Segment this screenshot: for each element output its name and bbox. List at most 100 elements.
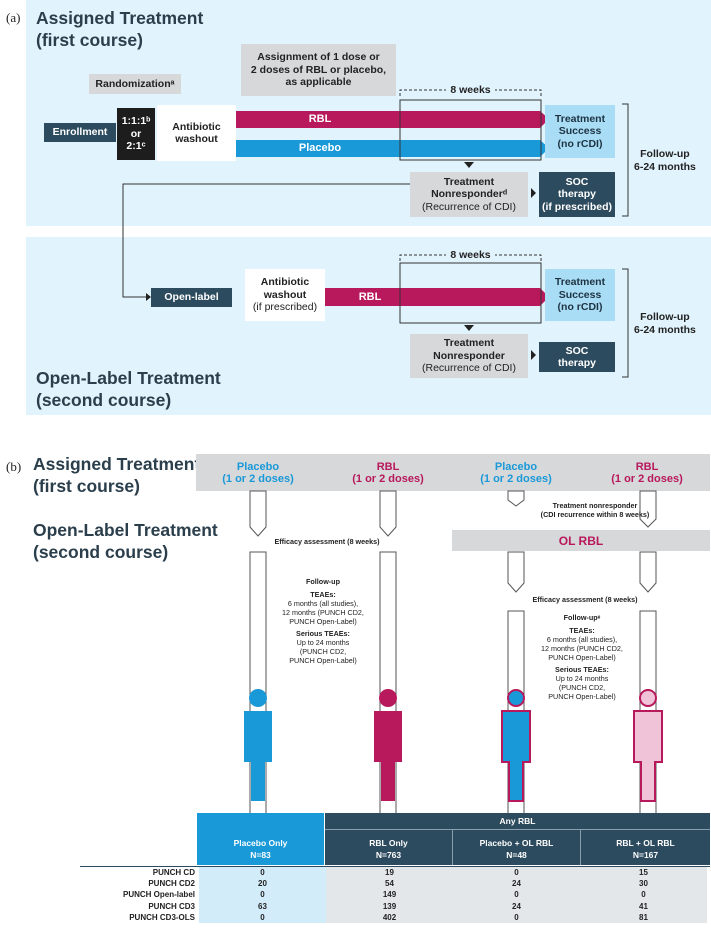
cell-rbl-only: 54 [326, 878, 453, 890]
cell-rbl-ol-rbl: 15 [580, 867, 707, 879]
cell-placebo-only: 0 [199, 867, 326, 879]
ol-followup-line-1: Follow-up [640, 311, 690, 323]
cell-rbl-only: 139 [326, 900, 453, 912]
person-placebo-only [244, 689, 272, 801]
col-divider-2 [580, 830, 581, 865]
ol-success-line-1: Treatment [554, 276, 606, 289]
panel-b-label: (b) [6, 459, 22, 474]
treatment-nonresponder-box: Treatment Nonresponderᵈ (Recurrence of C… [410, 172, 528, 217]
nonresponder-line-2: Nonresponderᵈ [431, 188, 507, 201]
eight-weeks-label: 8 weeks [400, 84, 541, 96]
connector-arrow [146, 293, 151, 301]
ratio-box: 1:1:1ᵇ or 2:1ᶜ [117, 108, 155, 160]
placebo-ol-rbl-header-text: Placebo + OL RBL N=48 [453, 835, 580, 863]
ratio-line-1: 1:1:1ᵇ [121, 115, 151, 128]
followup-right-serious-3: PUNCH Open-Label) [548, 692, 616, 701]
assignment-box: Assignment of 1 dose or 2 doses of RBL o… [241, 44, 396, 96]
down-arrow [464, 162, 474, 168]
table-row: PUNCH CD3-OLS 0 402 0 81 [80, 911, 707, 923]
followup-left-serious-1: Up to 24 months [296, 638, 350, 647]
row-study-name: PUNCH Open-label [80, 889, 199, 901]
followup-left-serious-title: Serious TEAEs: [296, 629, 350, 638]
cell-placebo-only: 63 [199, 900, 326, 912]
followup-left-teaes-1: 6 months (all studies), [287, 599, 359, 608]
assignment-line-3: as applicable [285, 76, 352, 89]
any-rbl-header [325, 813, 710, 865]
cell-rbl-ol-rbl: 81 [580, 911, 707, 923]
panel-a-title-2: (first course) [36, 30, 143, 50]
header-placebo-2-name: Placebo [494, 461, 538, 473]
ol-eight-weeks-label: 8 weeks [400, 249, 541, 261]
header-rbl-1-dose: (1 or 2 doses) [352, 473, 424, 485]
washout-line-1: Antibiotic [172, 120, 221, 133]
panel-b-title-1: Assigned Treatment [33, 454, 201, 474]
randomization-box: Randomizationᵃ [89, 74, 181, 94]
arrow-col4-mid [639, 551, 657, 593]
open-label-box: Open-label [151, 288, 232, 307]
placebo-bar [236, 140, 549, 157]
row-study-name: PUNCH CD3-OLS [80, 911, 199, 923]
ol-rbl-bar [325, 288, 549, 306]
followup-line-2: 6-24 months [634, 161, 696, 173]
rbl-bar-label: RBL [308, 113, 332, 125]
panel-b-ol-title-1: Open-Label Treatment [33, 520, 218, 540]
any-rbl-label: Any RBL [499, 816, 536, 826]
success-line-3: (no rCDI) [557, 137, 603, 150]
ol-washout-line-1: Antibiotic [260, 276, 310, 289]
cell-placebo-ol-rbl: 0 [453, 911, 580, 923]
row-study-name: PUNCH CD2 [80, 878, 199, 890]
efficacy-assessment-left: Efficacy assessment (8 weeks) [252, 537, 402, 546]
placebo-only-header-text: Placebo Only N=83 [197, 835, 324, 863]
col-rbl-ol-rbl-n: N=167 [632, 850, 659, 860]
ol-washout-line-2: washout [263, 288, 307, 301]
panel-b-ol-title-2: (second course) [33, 542, 169, 562]
assignment-line-2: 2 doses of RBL or placebo, [250, 63, 387, 76]
cell-placebo-ol-rbl: 0 [453, 867, 580, 879]
rbl-only-header-text: RBL Only N=763 [325, 835, 452, 863]
ol-down-arrow [464, 325, 474, 331]
panel-a-ol-title-1: Open-Label Treatment [36, 368, 221, 388]
table-row: PUNCH CD2 20 54 24 30 [80, 878, 707, 890]
connector-line [122, 183, 410, 298]
right-arrow [531, 188, 536, 198]
header-rbl-1-name: RBL [376, 461, 400, 473]
soc-line-1: SOC [565, 175, 589, 188]
followup-left-teaes-2: 12 months (PUNCH CD2, [282, 608, 364, 617]
eight-weeks-window [399, 99, 542, 161]
col-placebo-only-name: Placebo Only [233, 838, 288, 848]
followup-left-block: Follow-up TEAEs: 6 months (all studies),… [268, 577, 378, 665]
soc-line-3: (if prescribed) [541, 200, 612, 213]
rbl-ol-rbl-header-text: RBL + OL RBL N=167 [581, 835, 710, 863]
study-table: PUNCH CD 0 19 0 15 PUNCH CD2 20 54 24 30… [80, 867, 707, 923]
person-rbl-only [374, 689, 402, 801]
treatment-success-box: Treatment Success (no rCDI) [545, 105, 615, 158]
followup-label: Follow-up 6-24 months [634, 148, 696, 174]
panel-a-label: (a) [6, 10, 21, 25]
success-line-1: Treatment [554, 112, 606, 125]
ol-right-arrow [531, 350, 536, 360]
panel-a-title-1: Assigned Treatment [36, 8, 204, 28]
header-placebo-2-dose: (1 or 2 doses) [480, 473, 552, 485]
assignment-line-1: Assignment of 1 dose or [257, 51, 380, 64]
cell-placebo-only: 20 [199, 878, 326, 890]
ol-rbl-label-b: OL RBL [558, 533, 604, 548]
ol-soc-line-1: SOC [565, 344, 589, 357]
cell-rbl-ol-rbl: 30 [580, 878, 707, 890]
ol-nonresponder-line-2: Nonresponder [433, 349, 505, 362]
open-label-panel [26, 237, 711, 415]
followup-left-serious-2: (PUNCH CD2, [299, 647, 347, 656]
followup-left-title: Follow-up [306, 577, 340, 586]
arrow-col1-top [249, 490, 267, 537]
ol-washout-line-3: (if prescribed) [252, 301, 318, 314]
followup-right-teaes-2: 12 months (PUNCH CD2, [541, 644, 623, 653]
header-rbl-2-dose: (1 or 2 doses) [611, 473, 683, 485]
enrollment-box: Enrollment [44, 123, 116, 142]
placebo-only-header [197, 813, 324, 865]
header-placebo-2: Placebo (1 or 2 doses) [464, 457, 568, 489]
soc-line-2: therapy [558, 188, 596, 201]
soc-therapy-box: SOC therapy (if prescribed) [539, 172, 615, 217]
ol-followup-label: Follow-up 6-24 months [634, 311, 696, 337]
ol-followup-bracket [622, 268, 629, 378]
row-study-name: PUNCH CD3 [80, 900, 199, 912]
